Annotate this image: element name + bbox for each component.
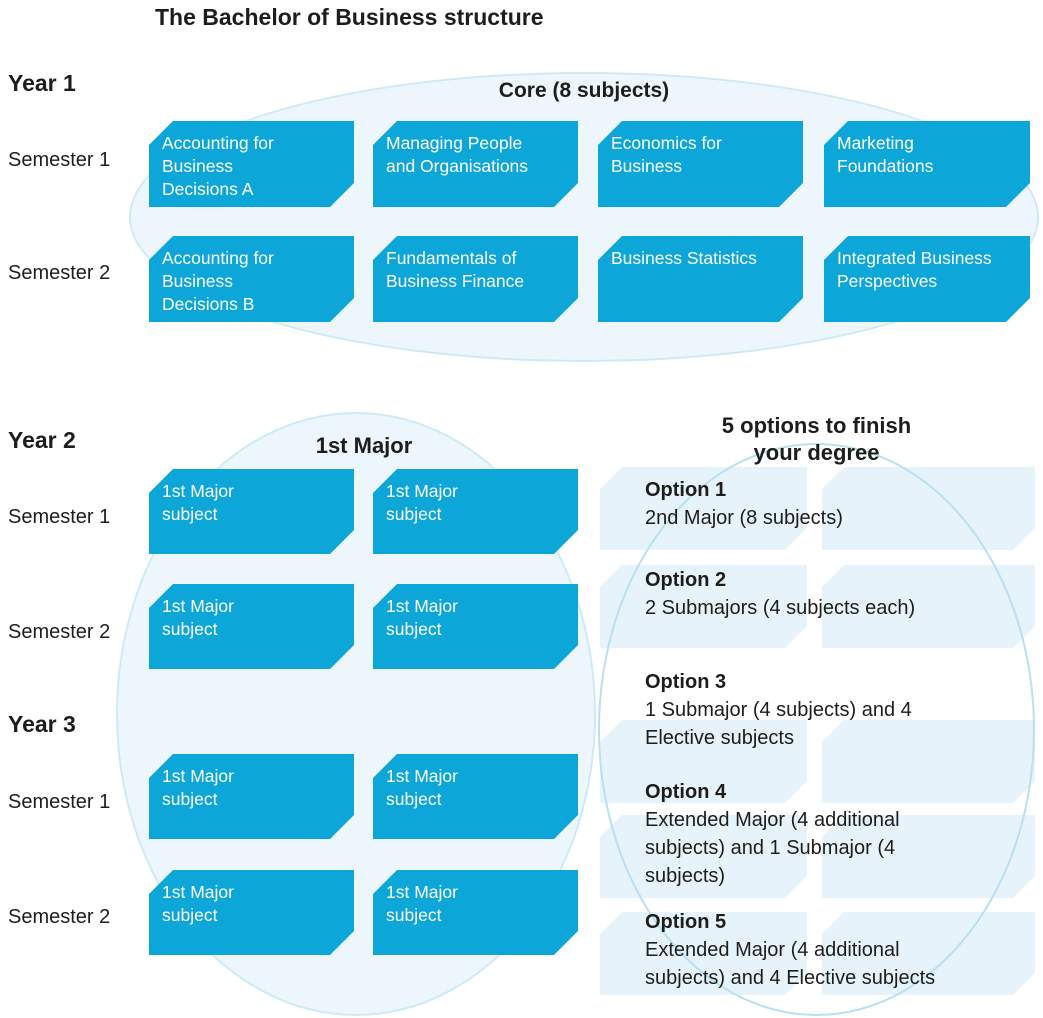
year2-label: Year 2 — [8, 427, 76, 453]
option-block-3: Option 3 1 Submajor (4 subjects) and 4 E… — [645, 668, 1040, 752]
subject-box-managing-people: Managing People and Organisations — [373, 121, 578, 207]
option-5-description: Extended Major (4 additional subjects) a… — [645, 939, 936, 989]
options-heading: 5 options to finish your degree — [721, 413, 912, 465]
major-subject-box: 1st Major subject — [373, 584, 578, 669]
option-2-name: Option 2 — [645, 569, 727, 591]
major-subject-box: 1st Major subject — [373, 870, 578, 955]
year3-semester1-label: Semester 1 — [8, 791, 111, 813]
subject-box-business-statistics: Business Statistics — [598, 236, 803, 322]
option-block-5: Option 5 Extended Major (4 additional su… — [645, 908, 1040, 992]
option-2-description: 2 Submajors (4 subjects each) — [645, 597, 916, 619]
first-major-heading: 1st Major — [315, 433, 413, 458]
option-4-name: Option 4 — [645, 781, 727, 803]
year3-semester2-label: Semester 2 — [8, 906, 111, 928]
year2-semester2-label: Semester 2 — [8, 621, 111, 643]
subject-box-accounting-a: Accounting for Business Decisions A — [149, 121, 354, 207]
option-3-description: 1 Submajor (4 subjects) and 4 Elective s… — [645, 699, 912, 749]
option-block-2: Option 2 2 Submajors (4 subjects each) — [645, 566, 1040, 622]
page-title: The Bachelor of Business structure — [155, 4, 544, 30]
options-ellipse — [598, 443, 1035, 1016]
subject-box-integrated-business: Integrated Business Perspectives — [824, 236, 1030, 322]
major-subject-box: 1st Major subject — [149, 584, 354, 669]
major-subject-box: 1st Major subject — [149, 754, 354, 839]
option-block-1: Option 1 2nd Major (8 subjects) — [645, 476, 1040, 532]
year1-semester2-label: Semester 2 — [8, 262, 111, 284]
year2-semester1-label: Semester 1 — [8, 506, 111, 528]
option-block-4: Option 4 Extended Major (4 additional su… — [645, 778, 1040, 890]
year3-label: Year 3 — [8, 711, 76, 737]
core-heading: Core (8 subjects) — [498, 79, 670, 102]
subject-box-fundamentals-finance: Fundamentals of Business Finance — [373, 236, 578, 322]
major-subject-box: 1st Major subject — [149, 469, 354, 554]
subject-box-economics: Economics for Business — [598, 121, 803, 207]
subject-box-accounting-b: Accounting for Business Decisions B — [149, 236, 354, 322]
option-4-description: Extended Major (4 additional subjects) a… — [645, 809, 900, 887]
major-subject-box: 1st Major subject — [373, 754, 578, 839]
major-subject-box: 1st Major subject — [149, 870, 354, 955]
year1-semester1-label: Semester 1 — [8, 149, 111, 171]
option-3-name: Option 3 — [645, 671, 727, 693]
option-1-description: 2nd Major (8 subjects) — [645, 507, 843, 529]
subject-box-marketing: Marketing Foundations — [824, 121, 1030, 207]
option-5-name: Option 5 — [645, 911, 727, 933]
option-1-name: Option 1 — [645, 479, 727, 501]
major-subject-box: 1st Major subject — [373, 469, 578, 554]
year1-label: Year 1 — [8, 70, 76, 96]
